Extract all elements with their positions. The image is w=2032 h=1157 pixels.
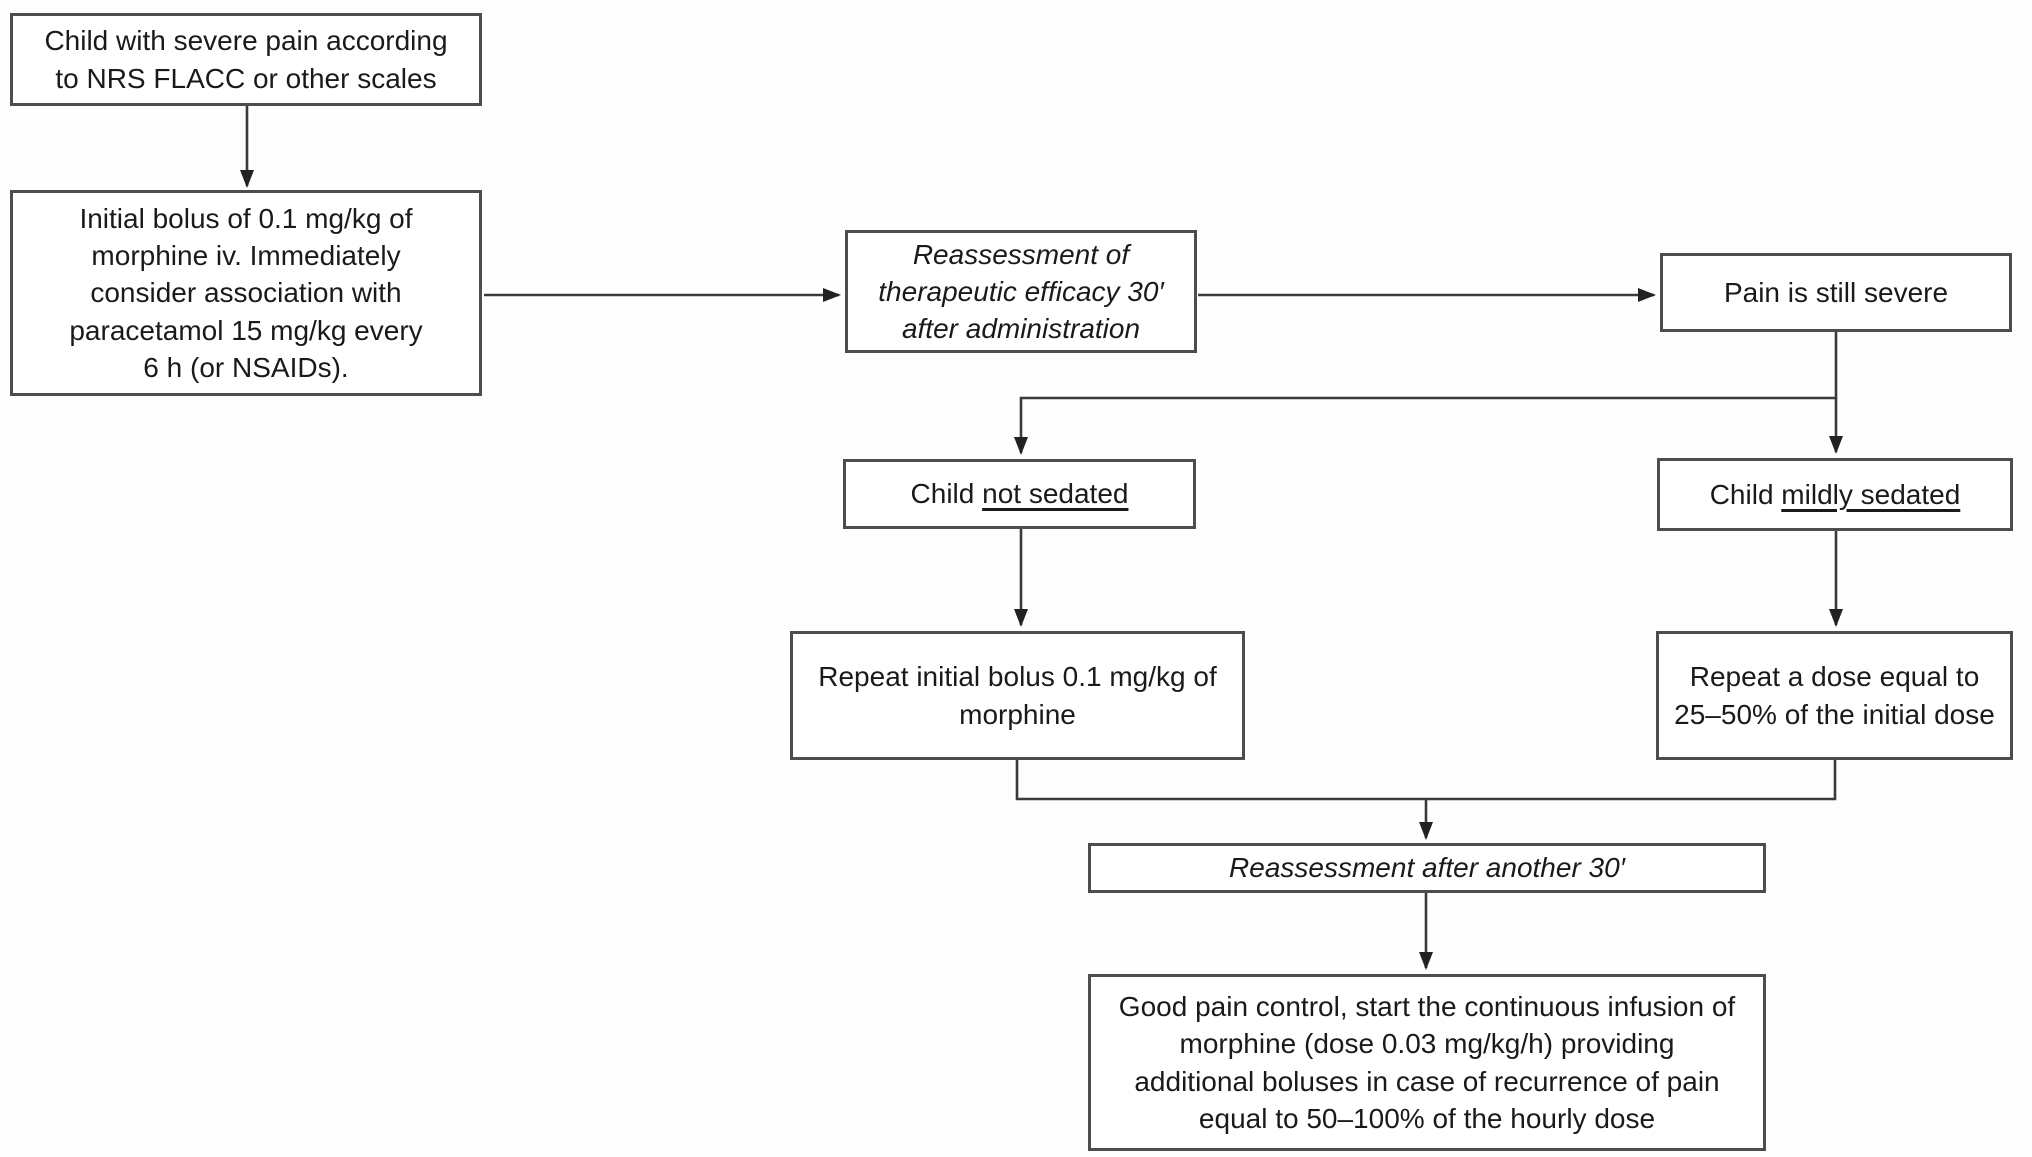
node-child-not-sedated-label: Child not sedated bbox=[911, 475, 1129, 512]
node-repeat-initial-bolus: Repeat initial bolus 0.1 mg/kg of morphi… bbox=[790, 631, 1245, 760]
node-good-pain-control: Good pain control, start the continuous … bbox=[1088, 974, 1766, 1151]
node-initial-bolus: Initial bolus of 0.1 mg/kg of morphine i… bbox=[10, 190, 482, 396]
node-repeat-reduced-dose: Repeat a dose equal to 25–50% of the ini… bbox=[1656, 631, 2013, 760]
node-initial-bolus-label: Initial bolus of 0.1 mg/kg of morphine i… bbox=[69, 202, 423, 383]
node-repeat-reduced-dose-label: Repeat a dose equal to 25–50% of the ini… bbox=[1674, 661, 1995, 730]
node-child-mildly-sedated-underlined: mildly sedated bbox=[1781, 478, 1961, 510]
node-child-not-sedated-underlined: not sedated bbox=[982, 478, 1129, 510]
node-child-not-sedated: Child not sedated bbox=[843, 459, 1196, 529]
node-child-mildly-sedated: Child mildly sedated bbox=[1657, 458, 2013, 531]
node-repeat-initial-bolus-label: Repeat initial bolus 0.1 mg/kg of morphi… bbox=[818, 661, 1217, 730]
node-severe-pain: Child with severe pain according to NRS … bbox=[10, 13, 482, 106]
node-child-not-sedated-prefix: Child bbox=[910, 478, 983, 510]
node-severe-pain-label: Child with severe pain according to NRS … bbox=[44, 25, 448, 94]
node-reassessment-30min: Reassessment of therapeutic efficacy 30′… bbox=[845, 230, 1197, 353]
node-reassessment-another-30min: Reassessment after another 30′ bbox=[1088, 843, 1766, 893]
node-reassessment-30min-label: Reassessment of therapeutic efficacy 30′… bbox=[878, 238, 1164, 345]
node-pain-still-severe-label: Pain is still severe bbox=[1723, 276, 1949, 308]
merge-repeat-doses bbox=[1015, 760, 1837, 801]
node-pain-still-severe: Pain is still severe bbox=[1660, 253, 2012, 332]
node-reassessment-another-30min-label: Reassessment after another 30′ bbox=[1229, 852, 1625, 884]
node-child-mildly-sedated-label: Child mildly sedated bbox=[1710, 476, 1961, 513]
node-good-pain-control-label: Good pain control, start the continuous … bbox=[1118, 991, 1736, 1134]
node-child-mildly-sedated-prefix: Child bbox=[1709, 478, 1782, 510]
